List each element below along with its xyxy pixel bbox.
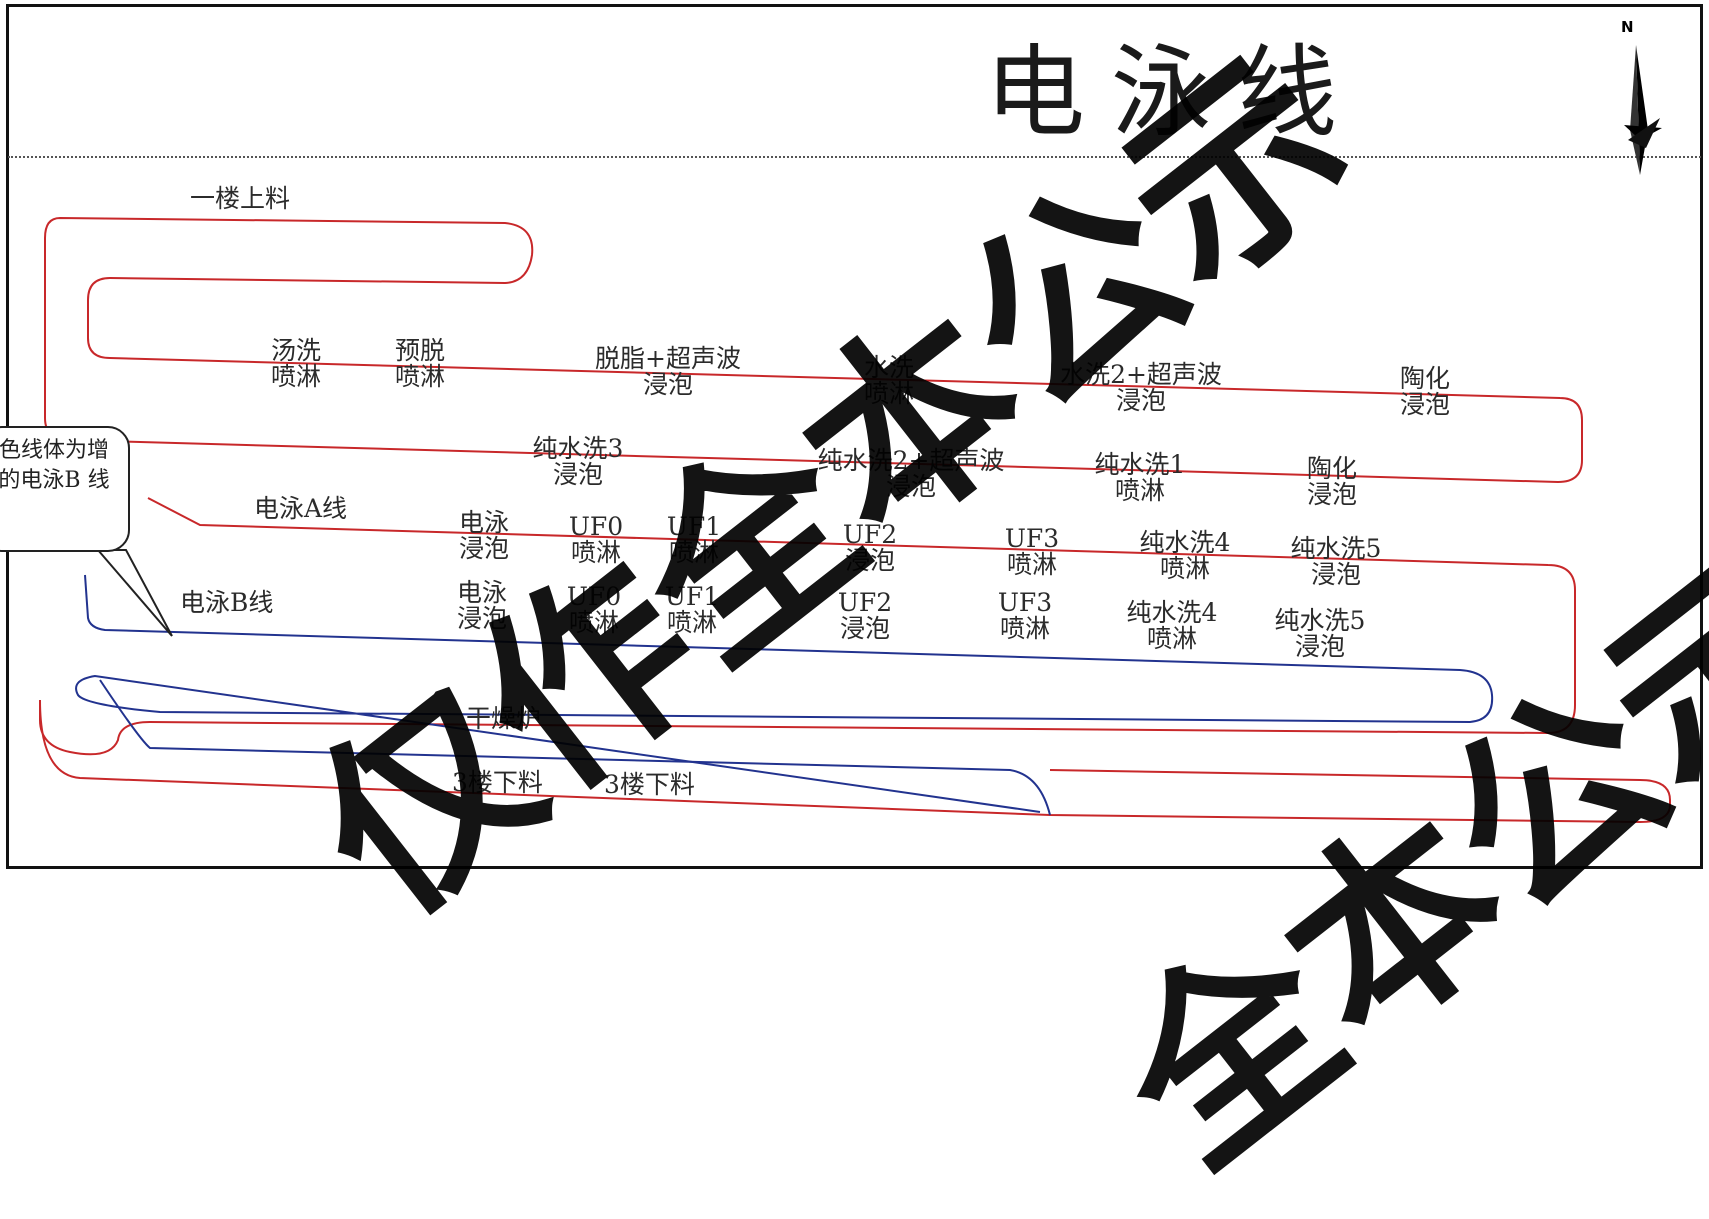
first-floor-loading-label: 一楼上料 xyxy=(190,184,291,213)
callout-bubble xyxy=(0,426,130,552)
line-a-label: 电泳A线 xyxy=(254,494,348,523)
line-b-label: 电泳B线 xyxy=(180,588,274,617)
conveyor-layout xyxy=(39,45,1671,824)
north-label: N xyxy=(1621,18,1634,36)
line-b-path xyxy=(75,574,1494,813)
diagram-title: 电泳线 xyxy=(985,34,1363,151)
unload-label-2: 3楼下料 xyxy=(604,770,695,799)
callout-pointer xyxy=(95,549,173,637)
callout-text: 色线体为增的电泳B 线 xyxy=(0,438,110,493)
dryer-label: 干燥炉 xyxy=(466,704,542,733)
line-a-lower-path xyxy=(39,497,1576,756)
title-divider xyxy=(8,156,1701,158)
station-label: 汤洗喷淋 xyxy=(270,336,322,391)
station-label: 纯水洗2+超声波浸泡 xyxy=(817,446,1005,501)
north-arrow-icon xyxy=(1624,45,1662,175)
station-label: 电泳浸泡 xyxy=(458,508,510,563)
station-label: 陶化浸泡 xyxy=(1306,454,1358,509)
station-label: 电泳浸泡 xyxy=(456,578,508,633)
unload-label-1: 3楼下料 xyxy=(452,768,543,797)
line-a-unload-path xyxy=(39,699,1671,824)
station-label: 陶化浸泡 xyxy=(1399,364,1451,419)
station-label: 预脱喷淋 xyxy=(394,336,446,391)
station-label: 水洗2+超声波浸泡 xyxy=(1060,360,1222,415)
station-label: 水洗喷淋 xyxy=(863,353,915,408)
station-label: 脱脂+超声波浸泡 xyxy=(595,344,741,399)
line-b-loop xyxy=(99,679,1051,816)
